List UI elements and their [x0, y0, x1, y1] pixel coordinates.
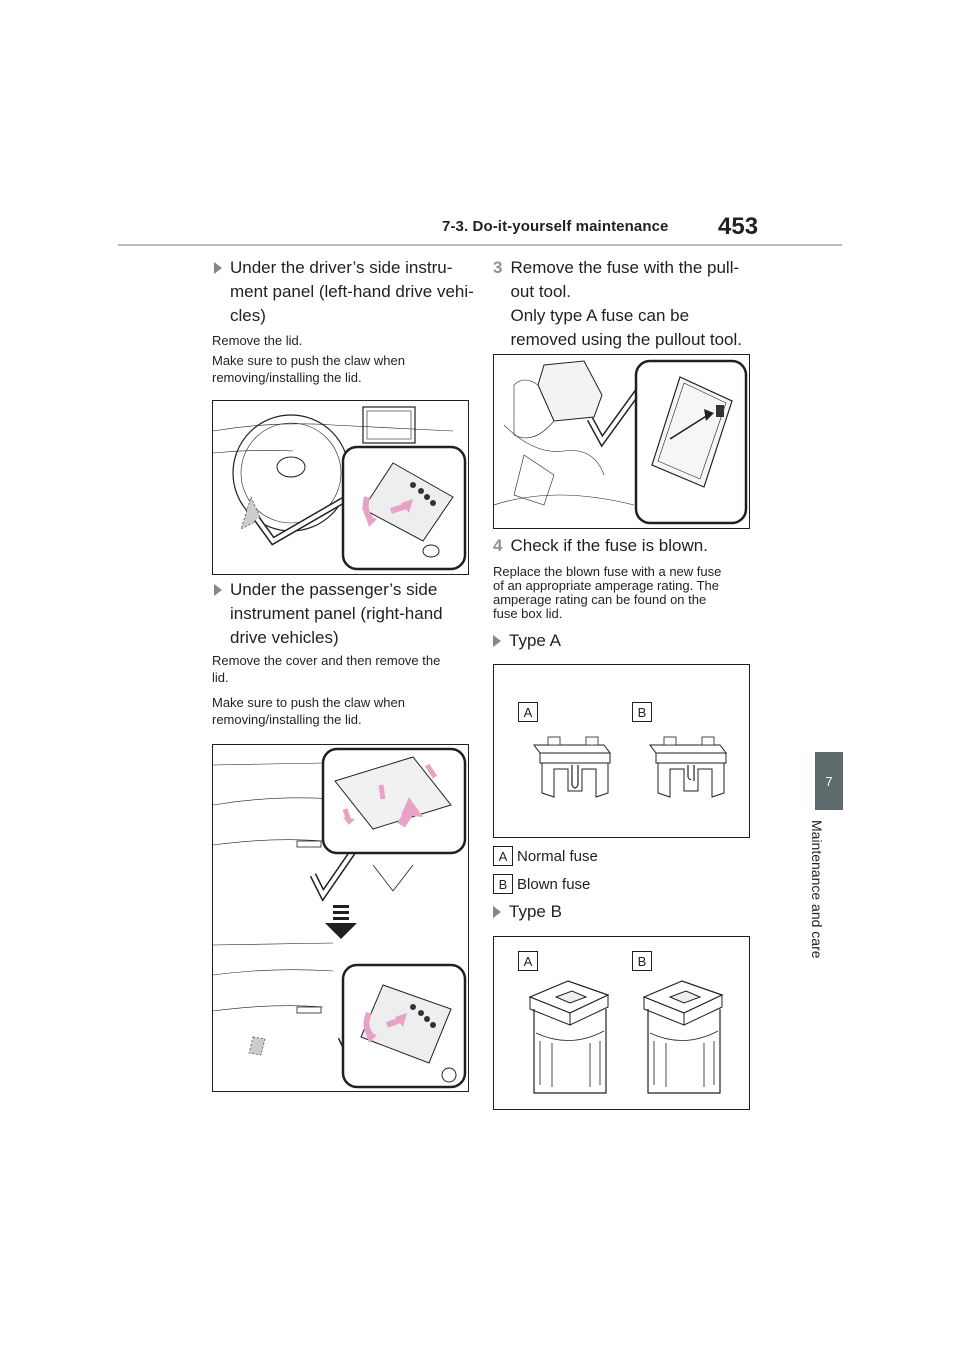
bullet-passenger-side: Under the passenger’s side instrument pa…: [214, 578, 474, 650]
blown-fuse-b: [649, 736, 727, 798]
bullet-type-a: Type A: [493, 629, 561, 653]
figure-fuse-box-pullout: [493, 354, 750, 529]
legend-b-box: B: [493, 874, 513, 894]
figure-type-a-fuses: A B: [493, 664, 750, 838]
type-b-label: Type B: [509, 902, 562, 921]
chapter-title: Maintenance and care: [803, 820, 827, 990]
page-number: 453: [718, 213, 759, 240]
bullet-driver-side: Under the driver’s side instru- ment pan…: [214, 256, 474, 328]
chapter-title-text: Maintenance and care: [809, 820, 825, 959]
section-title: 7-3. Do-it-yourself maintenance: [442, 218, 669, 235]
legend-blown-fuse: B Blown fuse: [493, 874, 590, 894]
label-b: B: [632, 702, 652, 722]
blown-fuse-type-b: [642, 980, 724, 1094]
type-a-fuse-illustration: [533, 736, 727, 798]
instruction-remove-cover: Remove the cover and then remove the lid…: [212, 653, 441, 685]
instruction-push-claw: Make sure to push the claw when removing…: [212, 353, 405, 385]
figure-driver-side-panel: [212, 400, 469, 575]
legend-b-text: Blown fuse: [517, 875, 591, 893]
driver-panel-illustration: [213, 406, 467, 571]
bullet-passenger-side-text: Under the passenger’s side instrument pa…: [230, 580, 443, 647]
legend-a-box: A: [493, 846, 513, 866]
bullet-icon: [214, 262, 222, 274]
label-a-type-b: A: [518, 951, 538, 971]
replacement-note: Replace the blown fuse with a new fuse o…: [493, 564, 722, 621]
normal-fuse-a: [533, 736, 611, 798]
step-4-text: Check if the fuse is blown.: [510, 536, 708, 555]
normal-fuse-type-b: [528, 980, 610, 1094]
instruction-remove-lid: Remove the lid.: [212, 333, 303, 348]
bullet-driver-side-text: Under the driver’s side instru- ment pan…: [230, 258, 474, 325]
bullet-icon: [493, 635, 501, 647]
type-b-fuse-illustration: [528, 980, 724, 1094]
legend-normal-fuse: A Normal fuse: [493, 846, 598, 866]
legend-a-text: Normal fuse: [517, 847, 598, 865]
header-rule: [118, 244, 842, 246]
fuse-box-illustration: [494, 359, 748, 525]
label-b-type-b: B: [632, 951, 652, 971]
bullet-icon: [493, 906, 501, 918]
type-a-label: Type A: [509, 631, 561, 650]
chapter-tab: 7: [815, 752, 843, 810]
step-4-number: 4: [493, 536, 503, 555]
figure-type-b-fuses: A B: [493, 936, 750, 1110]
passenger-panel-illustration: [213, 747, 467, 1089]
step-3-number: 3: [493, 258, 503, 277]
label-a: A: [518, 702, 538, 722]
step-3-text: Remove the fuse with the pull- out tool.…: [510, 258, 743, 349]
step-4: 4 Check if the fuse is blown.: [493, 534, 763, 558]
bullet-icon: [214, 584, 222, 596]
step-3: 3 Remove the fuse with the pull- out too…: [493, 256, 763, 352]
instruction-push-claw-2: Make sure to push the claw when removing…: [212, 695, 405, 727]
bullet-type-b: Type B: [493, 900, 562, 924]
figure-passenger-side-panel: [212, 744, 469, 1092]
down-arrow-icon: [325, 905, 357, 939]
